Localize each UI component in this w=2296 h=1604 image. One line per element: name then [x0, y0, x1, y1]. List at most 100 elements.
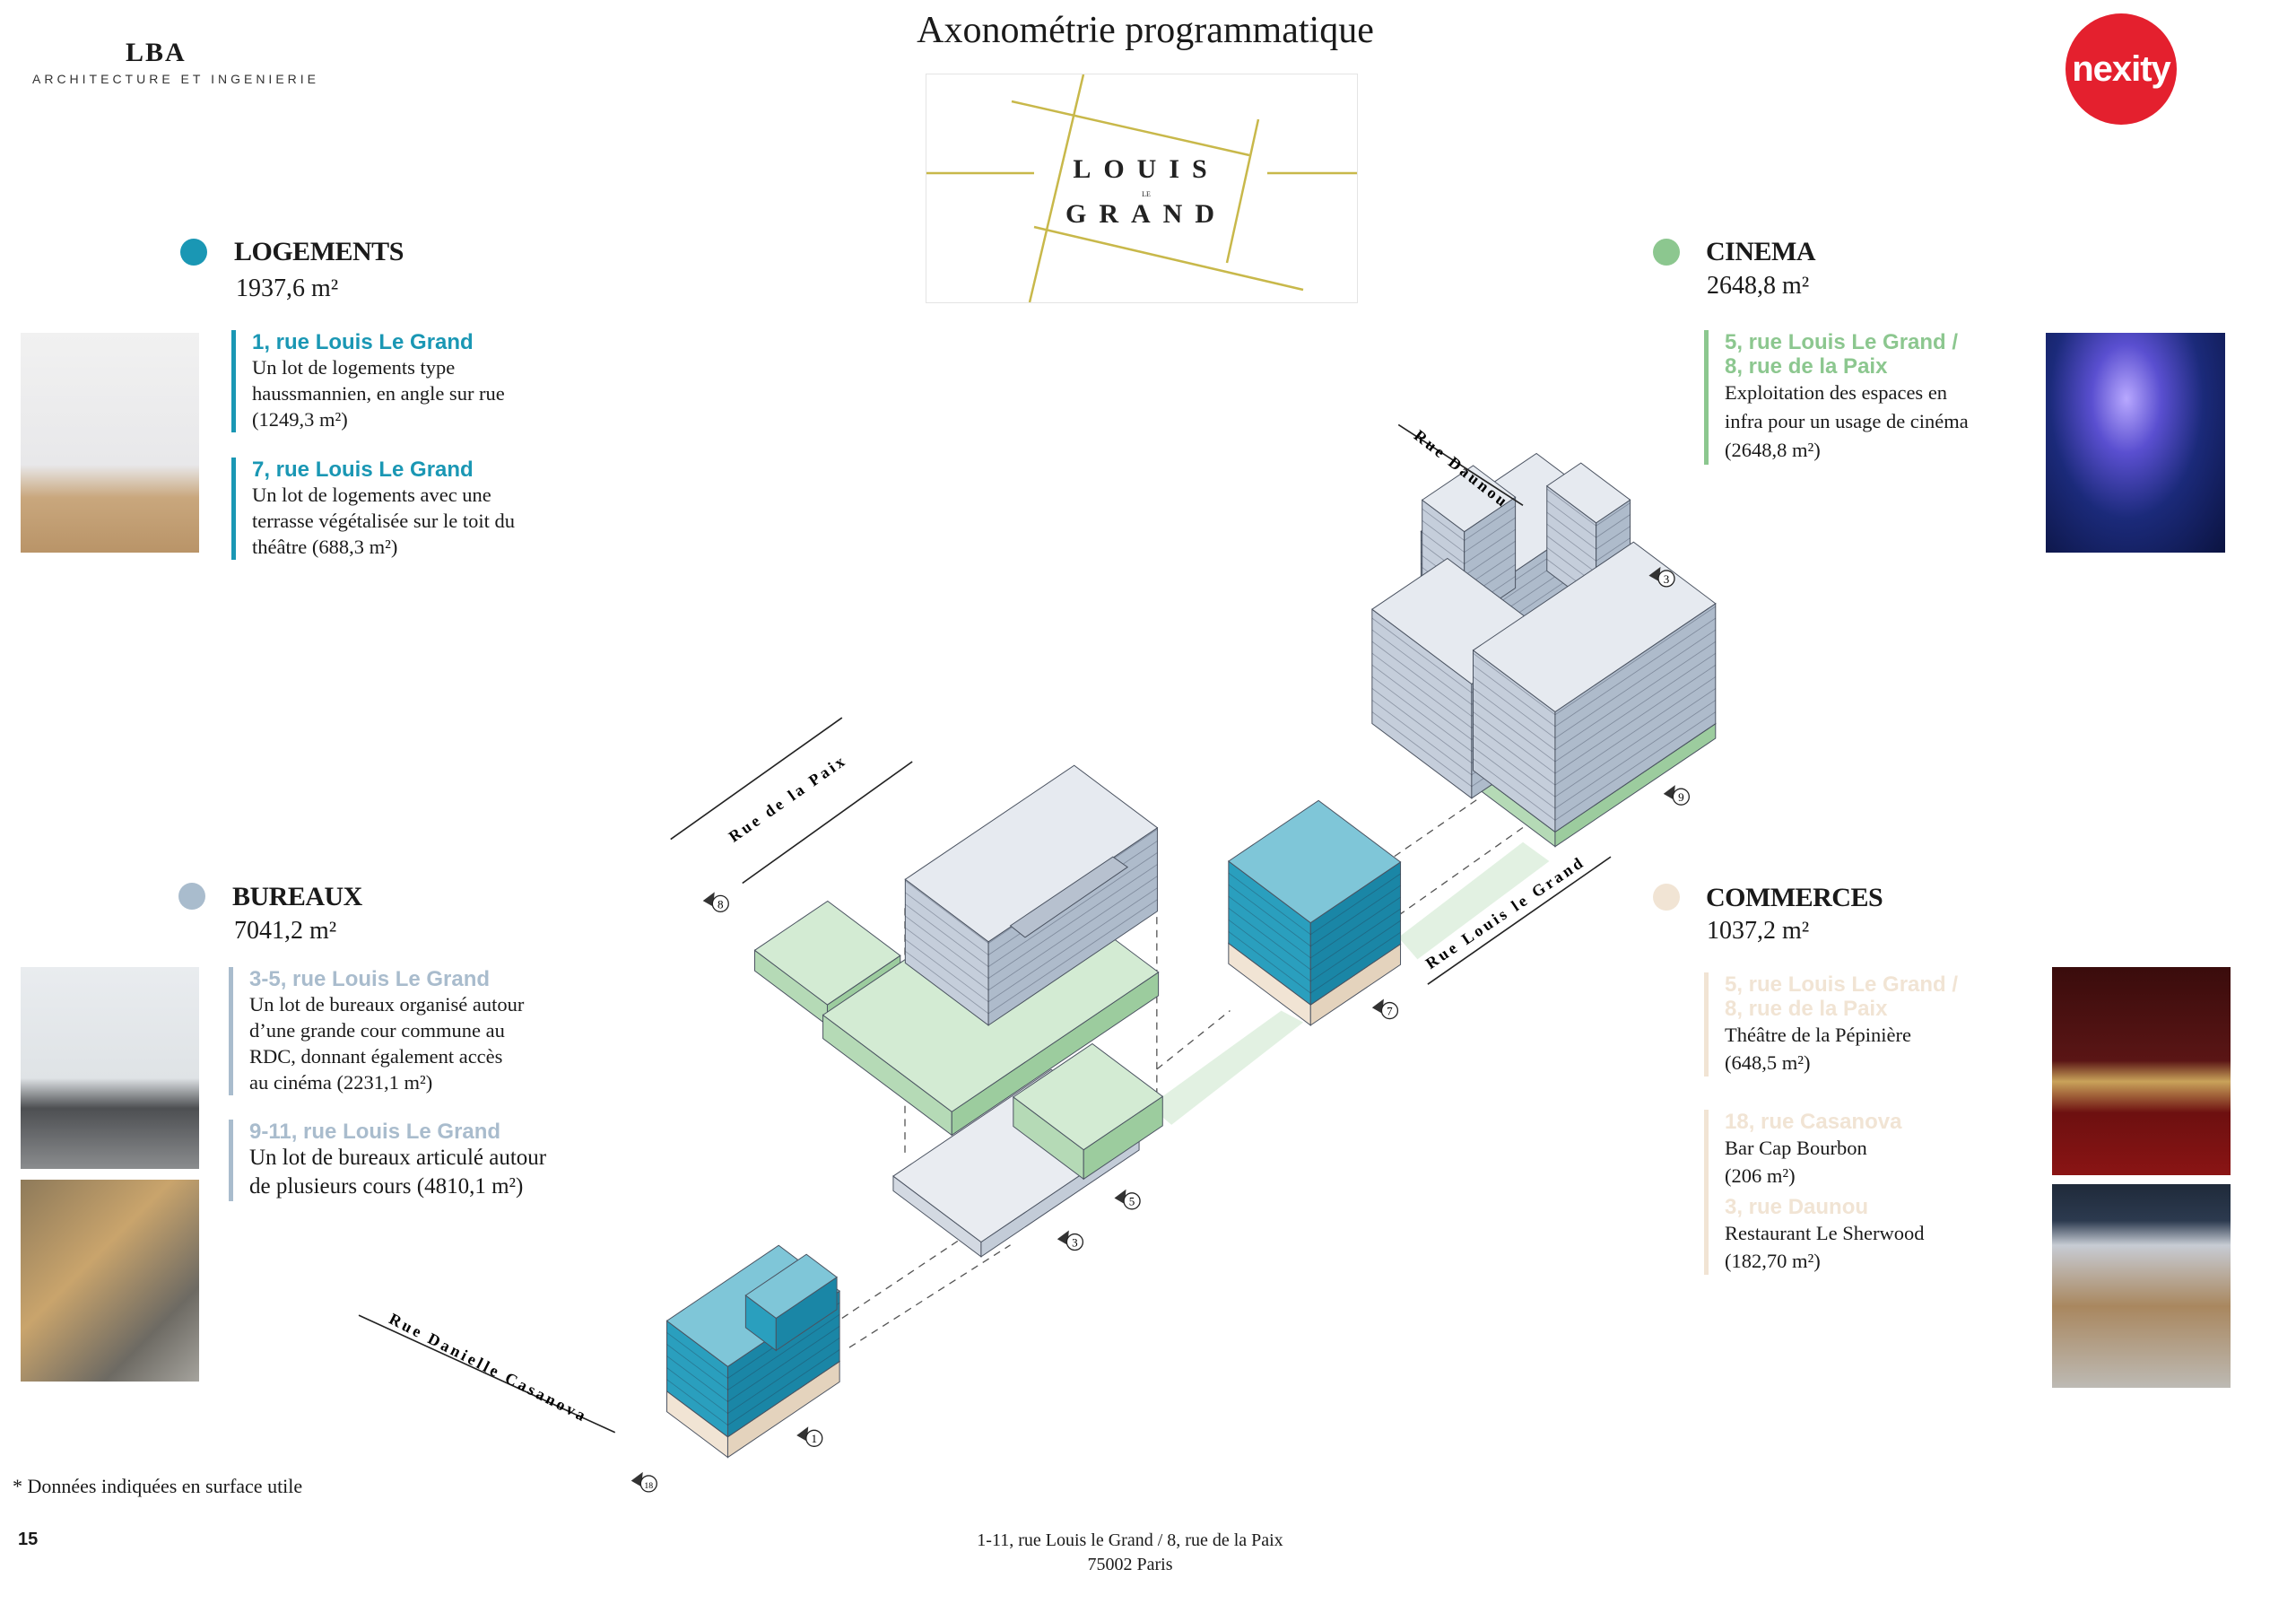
- logements-legend-dot: [180, 239, 207, 266]
- entrance-marker: [711, 894, 729, 913]
- commerces-area: 1037,2 m²: [1707, 917, 1810, 945]
- entry-text: Exploitation des espaces en: [1725, 381, 1948, 404]
- entry-address: 8, rue de la Paix: [1725, 997, 1888, 1021]
- housing-building-theatre-floor-lines: [1228, 872, 1401, 994]
- logements-entry: 1, rue Louis Le Grand Un lot de logement…: [231, 330, 505, 432]
- central-courtyard: [1009, 856, 1129, 938]
- entrance-number: 18: [644, 1481, 653, 1491]
- entrance-arrow-icon: [1371, 998, 1384, 1014]
- entrance-number: 9: [1678, 790, 1684, 804]
- entry-text: haussmannien, en angle sur rue: [252, 382, 505, 405]
- entry-text: d’une grande cour commune au: [249, 1019, 505, 1042]
- office-building-north-wing-top-face: [1545, 462, 1631, 524]
- street-label-rue-de-la-paix: Rue de la Paix: [726, 751, 850, 846]
- entry-address: 18, rue Casanova: [1725, 1110, 1902, 1134]
- entry-text: terrasse végétalisée sur le toit du: [252, 510, 516, 532]
- cinema-area: 2648,8 m²: [1707, 272, 1810, 300]
- entry-address: 1, rue Louis Le Grand: [252, 330, 474, 354]
- entry-text: de plusieurs cours (4810,1 m²): [249, 1174, 524, 1199]
- entry-address: 7, rue Louis Le Grand: [252, 458, 474, 482]
- entry-text: Restaurant Le Sherwood: [1725, 1222, 1925, 1244]
- commerces-entry: 18, rue Casanova Bar Cap Bourbon (206 m²…: [1704, 1110, 1924, 1275]
- entry-address: 9-11, rue Louis Le Grand: [249, 1120, 501, 1144]
- bureaux-photo-1: [21, 967, 199, 1169]
- page-title: Axonométrie programmatique: [917, 10, 1374, 51]
- bureaux-legend-dot: [178, 883, 205, 910]
- entrance-number: 5: [1129, 1195, 1135, 1208]
- entrance-marker: [1065, 1233, 1084, 1251]
- address-line-1: 1-11, rue Louis le Grand / 8, rue de la …: [977, 1530, 1283, 1550]
- entry-text: Un lot de logements type: [252, 356, 456, 379]
- footnote: * Données indiquées en surface utile: [13, 1475, 303, 1497]
- cinema-plinth-west-top-face: [753, 900, 901, 1006]
- office-building-north-main-top-face: [1472, 541, 1717, 713]
- housing-building-casanova-upper-top-face: [744, 1253, 838, 1320]
- entry-text: (1249,3 m²): [252, 408, 348, 431]
- entry-text: théâtre (688,3 m²): [252, 536, 398, 558]
- brand-subtitle: ARCHITECTURE ET INGENIERIE: [32, 72, 319, 86]
- housing-building-casanova-floor-lines: [666, 1302, 840, 1426]
- commerces-entry: 5, rue Louis Le Grand / 8, rue de la Pai…: [1704, 972, 1958, 1077]
- entry-address: 5, rue Louis Le Grand /: [1725, 330, 1959, 354]
- page-number: 15: [18, 1530, 39, 1549]
- entrance-marker: [805, 1429, 823, 1447]
- cinema-plinth-east-top-face: [1012, 1042, 1164, 1151]
- logements-photo: [21, 333, 199, 553]
- address-line-2: 75002 Paris: [1087, 1555, 1173, 1574]
- entry-address: 3-5, rue Louis Le Grand: [249, 967, 491, 991]
- project-logo-line1: LOUIS: [1073, 154, 1219, 184]
- entrance-number: 7: [1387, 1004, 1393, 1017]
- entrance-number: 3: [1664, 572, 1670, 586]
- entry-text: (206 m²): [1725, 1164, 1796, 1187]
- office-building-north-tower-top-face: [1421, 465, 1517, 533]
- project-logo-line2: LE: [1142, 190, 1151, 198]
- entry-address: 8, rue de la Paix: [1725, 354, 1888, 379]
- entry-text: Un lot de logements avec une: [252, 484, 491, 506]
- project-logo-line3: GRAND: [1065, 199, 1227, 229]
- entry-text: Théâtre de la Pépinière: [1725, 1024, 1912, 1046]
- commerces-legend-dot: [1653, 884, 1680, 911]
- entrance-number: 3: [1072, 1235, 1078, 1249]
- entrance-arrow-icon: [1057, 1230, 1069, 1245]
- entry-text: (182,70 m²): [1725, 1250, 1821, 1272]
- commerces-photo-restaurant: [2052, 1184, 2231, 1388]
- street-lines: [358, 423, 1612, 1434]
- entrance-marker: [1380, 1001, 1399, 1020]
- entry-text: infra pour un usage de cinéma: [1725, 410, 1969, 432]
- cinema-title: CINEMA: [1706, 237, 1816, 266]
- bureaux-title: BUREAUX: [232, 882, 362, 911]
- cinema-entry: 5, rue Louis Le Grand / 8, rue de la Pai…: [1704, 330, 1969, 465]
- entry-text: Un lot de bureaux organisé autour: [249, 993, 525, 1016]
- logements-area: 1937,6 m²: [236, 275, 339, 302]
- entrance-marker: [1657, 570, 1675, 588]
- commerces-title: COMMERCES: [1706, 883, 1883, 912]
- entry-address: 3, rue Daunou: [1725, 1195, 1869, 1219]
- project-logo: LOUIS LE GRAND: [926, 74, 1358, 303]
- entry-text: Un lot de bureaux articulé autour: [249, 1146, 547, 1170]
- entrance-arrow-icon: [702, 892, 715, 907]
- entry-text: (2648,8 m²): [1725, 439, 1821, 461]
- entrance-marker: [639, 1475, 657, 1493]
- footer-address: 1-11, rue Louis le Grand / 8, rue de la …: [0, 1529, 2260, 1577]
- bureaux-area: 7041,2 m²: [234, 917, 337, 945]
- brand-logo: LBA: [126, 38, 187, 67]
- entrance-number: 1: [812, 1432, 818, 1445]
- street-label-rue-danielle-casanova: Rue Danielle Casanova: [387, 1310, 591, 1425]
- entry-text: (648,5 m²): [1725, 1051, 1811, 1074]
- entry-address: 5, rue Louis Le Grand /: [1725, 972, 1959, 997]
- entry-text: RDC, donnant également accès: [249, 1045, 503, 1068]
- office-building-north-main-floor-lines: [1473, 606, 1717, 821]
- bureaux-photo-2: [21, 1180, 199, 1382]
- entrance-arrow-icon: [796, 1426, 809, 1442]
- commerces-photo-theatre: [2052, 967, 2231, 1175]
- entrance-arrow-icon: [1663, 785, 1675, 800]
- bureaux-entry: 9-11, rue Louis Le Grand Un lot de burea…: [229, 1120, 546, 1201]
- housing-building-theatre-top-face: [1227, 799, 1402, 924]
- entry-text: Bar Cap Bourbon: [1725, 1137, 1867, 1159]
- cinema-legend-dot: [1653, 239, 1680, 266]
- entrance-marker: [1123, 1192, 1141, 1210]
- cinema-photo: [2046, 333, 2225, 553]
- logements-entry: 7, rue Louis Le Grand Un lot de logement…: [231, 458, 515, 560]
- entry-text: au cinéma (2231,1 m²): [249, 1071, 433, 1094]
